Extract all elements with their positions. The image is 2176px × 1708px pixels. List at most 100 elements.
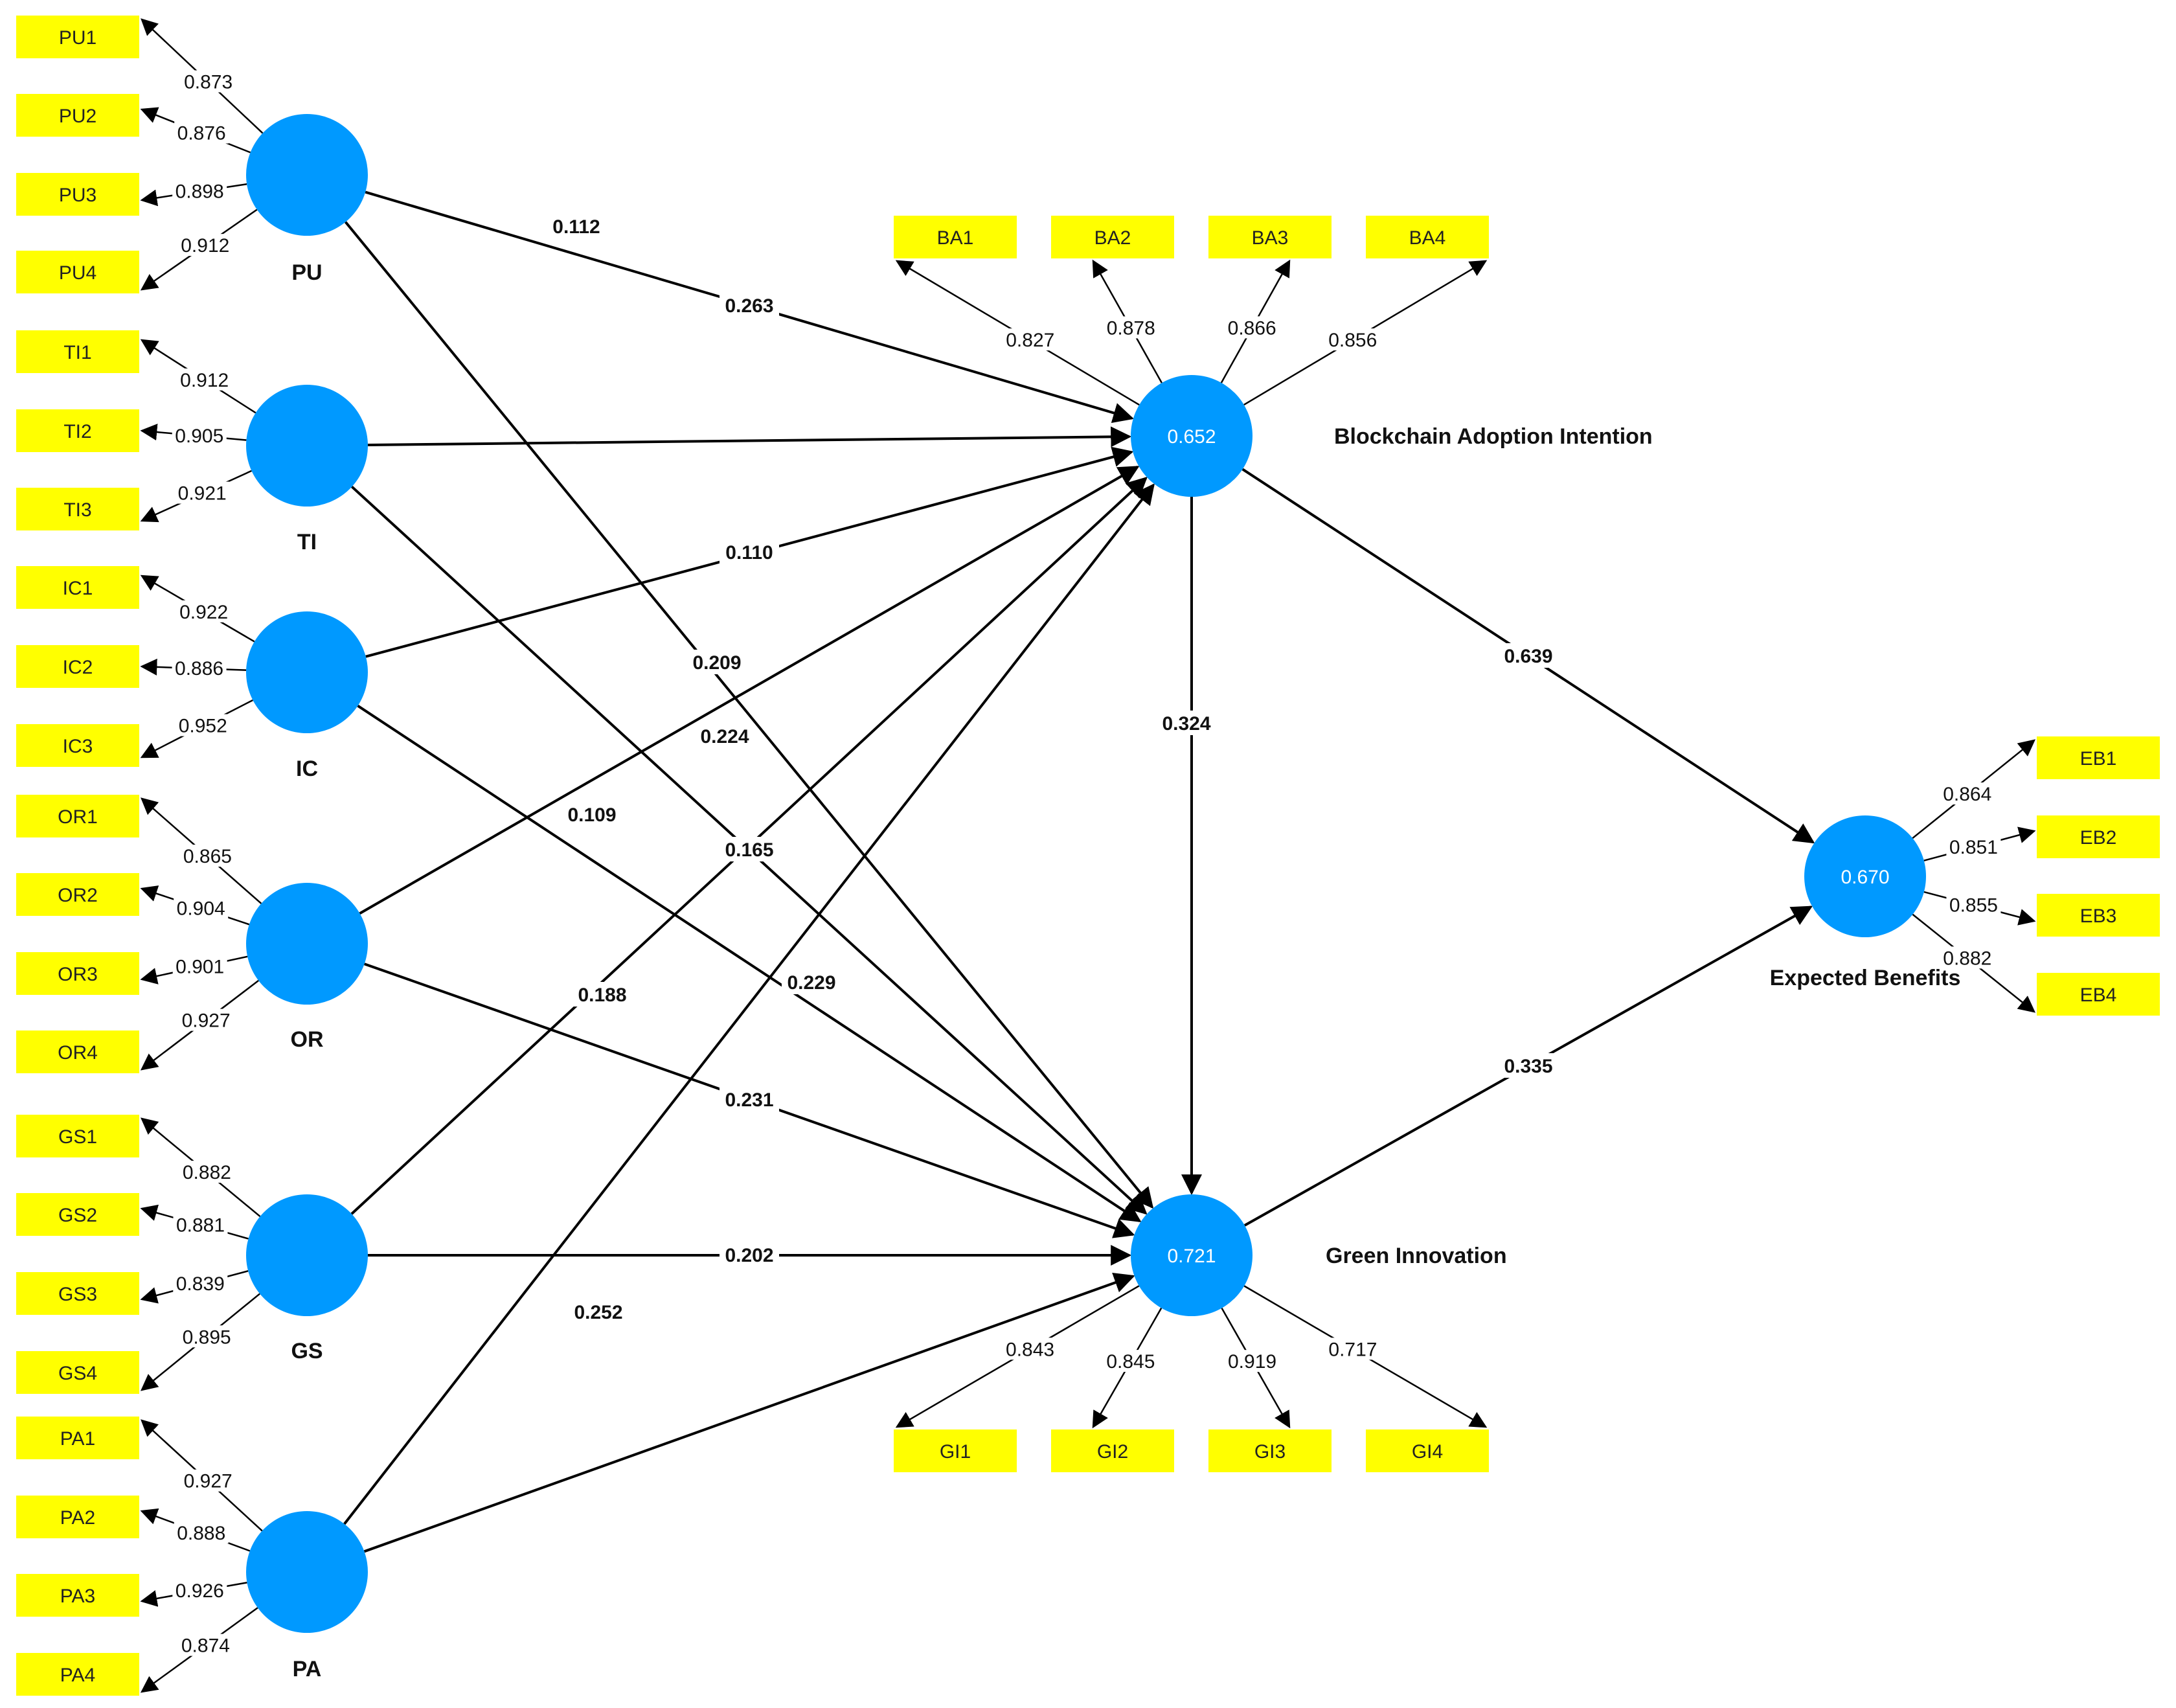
svg-text:0.856: 0.856 (1328, 330, 1377, 351)
path-coef-text: 0.231 (725, 1089, 773, 1111)
indicator-pa4[interactable]: PA4 (16, 1653, 139, 1696)
svg-text:0.895: 0.895 (183, 1327, 231, 1348)
indicator-pa2[interactable]: PA2 (16, 1496, 139, 1538)
indicator-label: PU1 (59, 27, 96, 49)
loading-value-pa2: 0.888 (174, 1521, 229, 1544)
indicator-gi4[interactable]: GI4 (1366, 1429, 1489, 1472)
construct-caption: OR (291, 1027, 324, 1052)
svg-text:0.881: 0.881 (176, 1215, 225, 1236)
construct-circle[interactable] (246, 883, 368, 1005)
indicator-pu3[interactable]: PU3 (16, 173, 139, 216)
indicator-label: TI1 (63, 342, 91, 363)
indicator-eb4[interactable]: EB4 (2037, 973, 2160, 1016)
indicator-or1[interactable]: OR1 (16, 795, 139, 837)
construct-pu[interactable]: PU (246, 114, 368, 285)
loading-value-gi2: 0.845 (1103, 1350, 1158, 1372)
indicator-label: OR3 (58, 964, 98, 985)
path-coef-text: 0.165 (725, 839, 773, 861)
svg-text:0.873: 0.873 (184, 72, 232, 93)
path-coef-text: 0.202 (725, 1245, 773, 1266)
indicator-eb1[interactable]: EB1 (2037, 736, 2160, 779)
path-coef-or-gi: 0.231 (720, 1087, 779, 1111)
path-coef-text: 0.229 (787, 972, 835, 994)
indicator-gi2[interactable]: GI2 (1051, 1429, 1174, 1472)
path-coef-pu-ba: 0.263 (720, 293, 779, 317)
path-arrow-pa-ba (343, 483, 1155, 1525)
loading-value-ic1: 0.922 (176, 600, 231, 623)
loading-value-pu2: 0.876 (174, 121, 229, 144)
construct-circle[interactable] (1804, 815, 1926, 937)
construct-circle[interactable] (246, 611, 368, 733)
indicator-ba4[interactable]: BA4 (1366, 216, 1489, 258)
path-arrow-or-ba (359, 466, 1140, 915)
construct-circle[interactable] (1131, 1194, 1252, 1316)
loading-value-or1: 0.865 (180, 845, 235, 867)
svg-text:0.927: 0.927 (182, 1010, 231, 1032)
construct-circle[interactable] (1131, 375, 1252, 497)
indicator-gs3[interactable]: GS3 (16, 1272, 139, 1315)
indicator-ic2[interactable]: IC2 (16, 645, 139, 688)
construct-circle[interactable] (246, 1511, 368, 1633)
indicator-label: GS4 (58, 1363, 97, 1384)
path-coef-ti-gi: 0.165 (720, 837, 779, 861)
indicator-or4[interactable]: OR4 (16, 1030, 139, 1073)
indicator-pu1[interactable]: PU1 (16, 16, 139, 58)
indicator-label: OR1 (58, 806, 98, 828)
construct-pa[interactable]: PA (246, 1511, 368, 1681)
indicator-ti1[interactable]: TI1 (16, 330, 139, 373)
path-coef-pa-ba: 0.188 (572, 982, 632, 1007)
indicator-eb2[interactable]: EB2 (2037, 815, 2160, 858)
loading-value-gs3: 0.839 (173, 1271, 228, 1295)
path-arrow-pu-gi (345, 221, 1154, 1209)
indicator-ic3[interactable]: IC3 (16, 724, 139, 767)
indicator-gs2[interactable]: GS2 (16, 1193, 139, 1236)
construct-caption: GS (291, 1339, 323, 1363)
path-arrow-ic-gi (357, 705, 1142, 1222)
path-coef-pa-gi: 0.252 (569, 1299, 628, 1324)
construct-ti[interactable]: TI (246, 385, 368, 554)
indicator-or3[interactable]: OR3 (16, 952, 139, 995)
svg-text:0.851: 0.851 (1949, 837, 1998, 858)
construct-circle[interactable] (246, 1194, 368, 1316)
path-coef-text: 0.110 (725, 542, 773, 564)
indicator-ti3[interactable]: TI3 (16, 488, 139, 530)
indicator-gi3[interactable]: GI3 (1208, 1429, 1332, 1472)
indicator-pu2[interactable]: PU2 (16, 94, 139, 137)
indicator-ba1[interactable]: BA1 (894, 216, 1017, 258)
path-coef-gs-ba: 0.109 (562, 802, 622, 826)
loading-value-pa4: 0.874 (178, 1634, 233, 1657)
indicator-gs1[interactable]: GS1 (16, 1115, 139, 1157)
indicator-eb3[interactable]: EB3 (2037, 894, 2160, 937)
loading-value-or2: 0.904 (174, 896, 229, 919)
indicator-pa3[interactable]: PA3 (16, 1574, 139, 1617)
path-arrow-ti-ba (367, 426, 1132, 448)
construct-gs[interactable]: GS (246, 1194, 368, 1363)
construct-ic[interactable]: IC (246, 611, 368, 781)
indicator-ba3[interactable]: BA3 (1208, 216, 1332, 258)
path-coef-gi-eb: 0.335 (1499, 1053, 1558, 1078)
indicator-gi1[interactable]: GI1 (894, 1429, 1017, 1472)
indicator-label: BA3 (1252, 227, 1289, 249)
svg-text:0.876: 0.876 (177, 123, 226, 144)
svg-text:0.927: 0.927 (184, 1471, 232, 1492)
indicator-pa1[interactable]: PA1 (16, 1417, 139, 1459)
construct-circle[interactable] (246, 385, 368, 507)
construct-circle[interactable] (246, 114, 368, 236)
indicator-ti2[interactable]: TI2 (16, 409, 139, 452)
indicator-pu4[interactable]: PU4 (16, 251, 139, 293)
indicator-label: TI3 (63, 499, 91, 521)
svg-text:0.898: 0.898 (176, 181, 224, 202)
loading-value-gi4: 0.717 (1325, 1338, 1380, 1360)
svg-text:0.886: 0.886 (175, 658, 223, 679)
svg-text:0.912: 0.912 (181, 235, 229, 256)
indicator-label: BA1 (937, 227, 974, 249)
construct-or[interactable]: OR (246, 883, 368, 1052)
indicator-ic1[interactable]: IC1 (16, 566, 139, 609)
indicator-or2[interactable]: OR2 (16, 873, 139, 916)
indicator-ba2[interactable]: BA2 (1051, 216, 1174, 258)
construct-caption: IC (296, 757, 318, 781)
indicator-gs4[interactable]: GS4 (16, 1351, 139, 1394)
